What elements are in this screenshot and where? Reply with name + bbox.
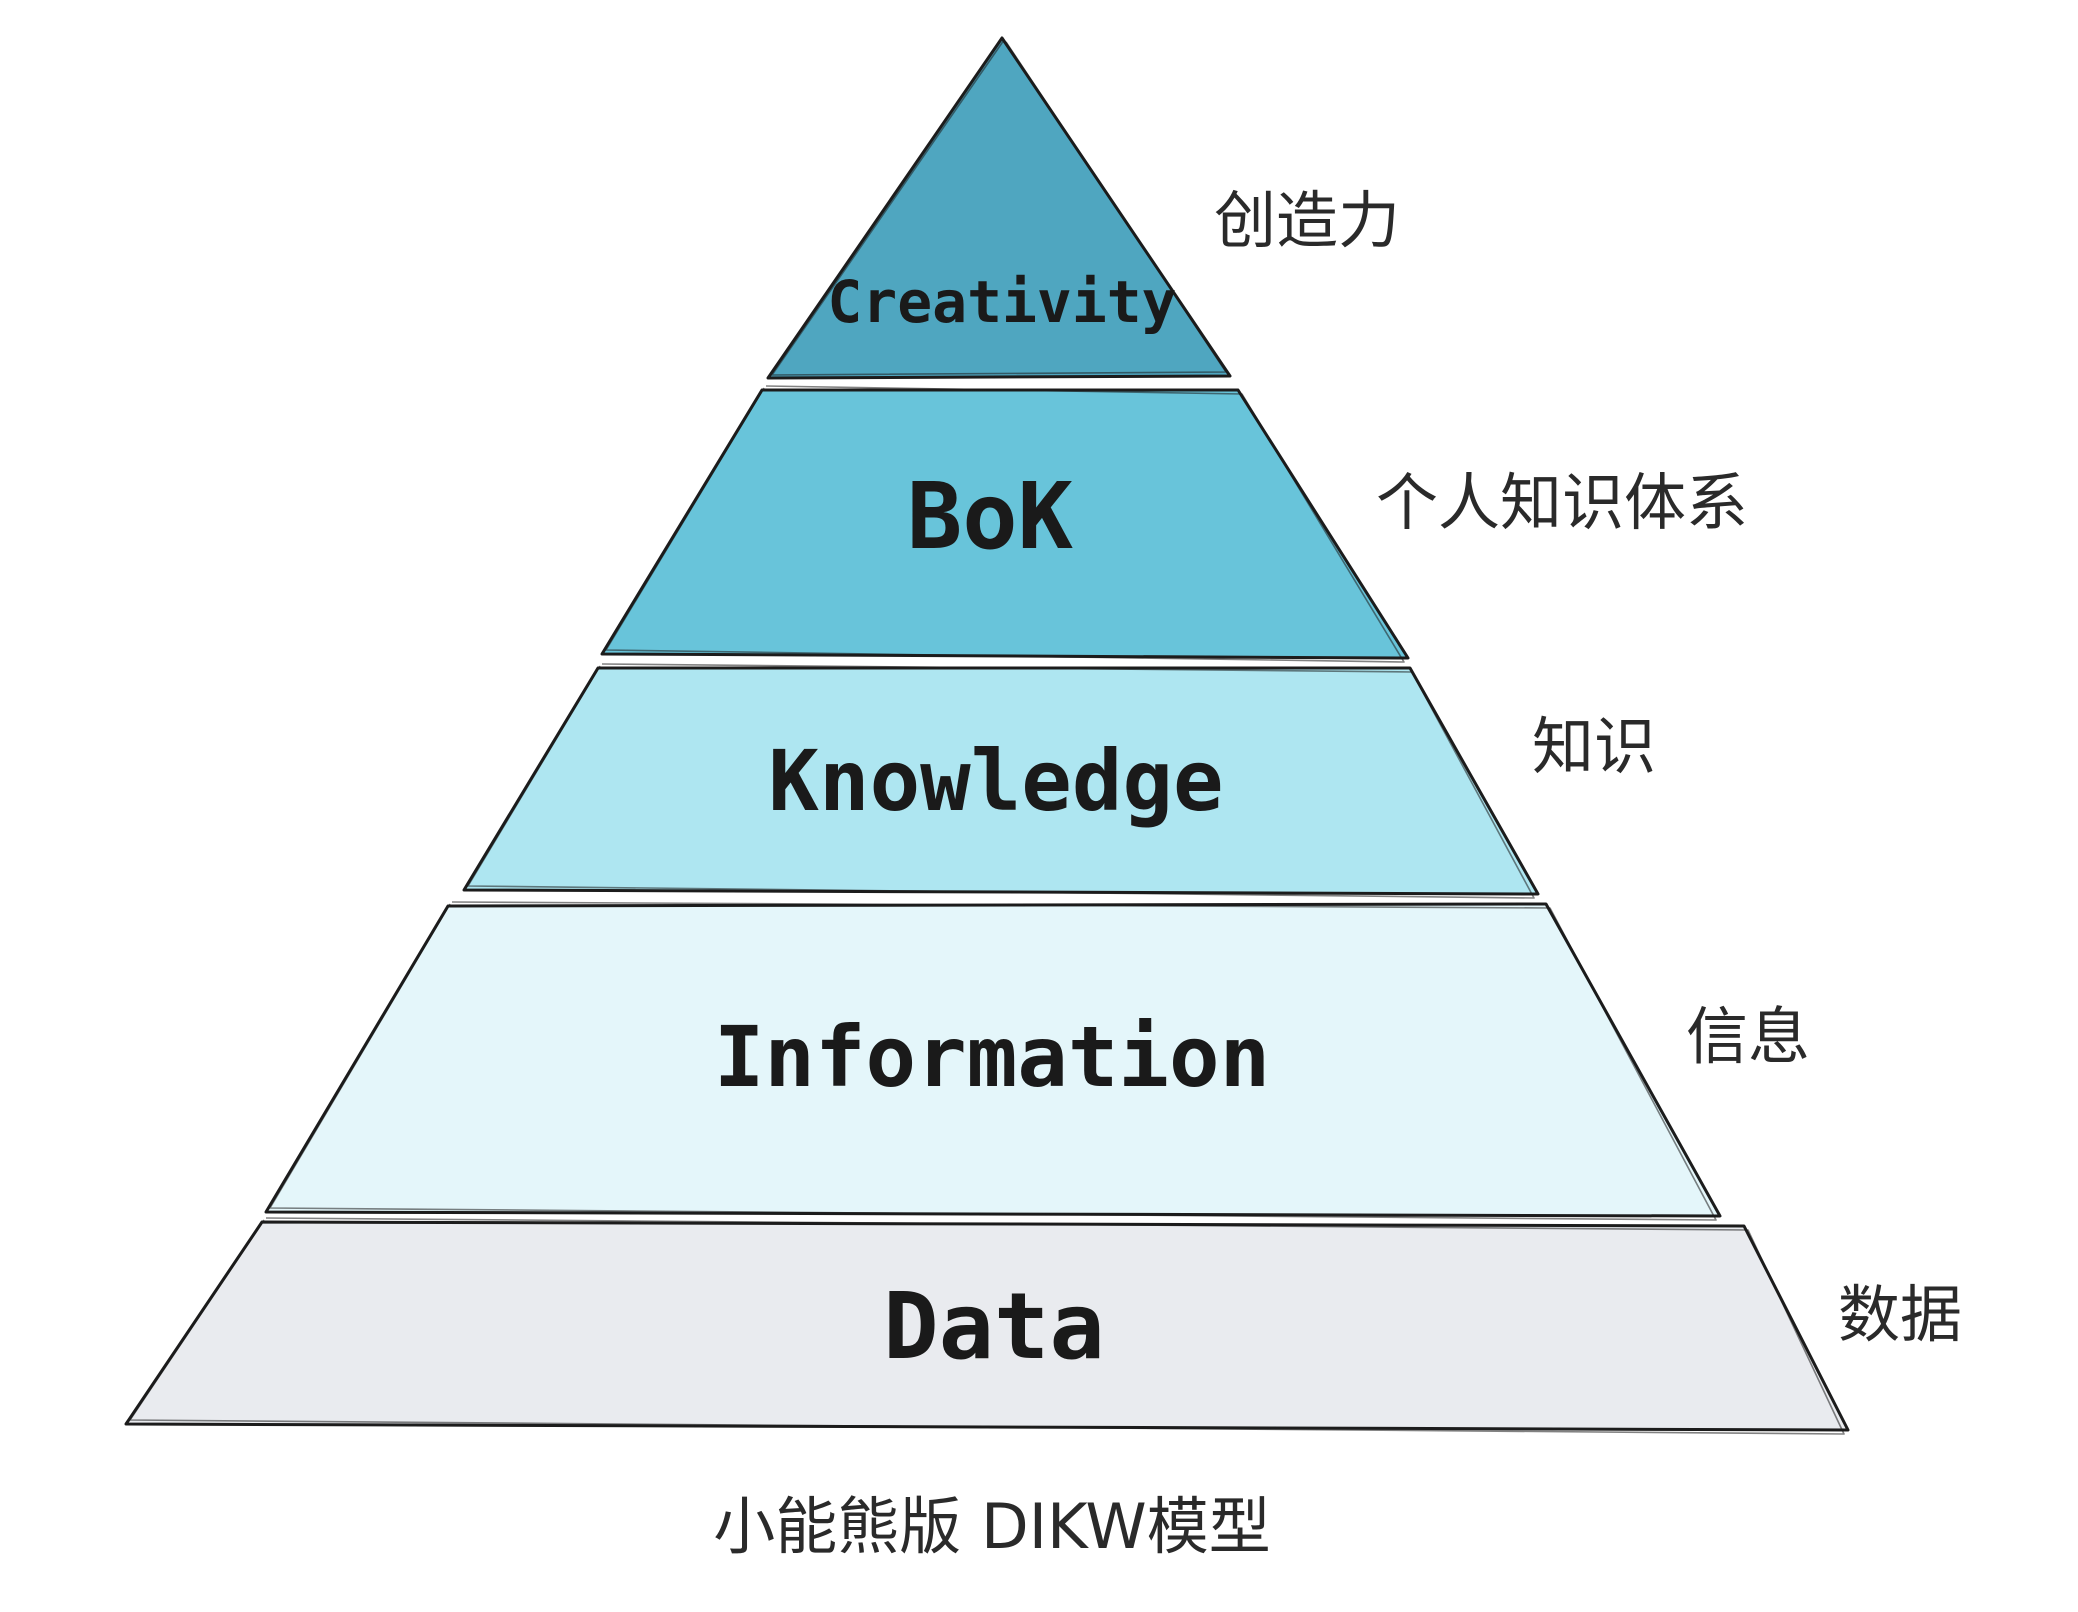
tier-data: Data 数据 xyxy=(124,1217,1962,1435)
tier-information: Information 信息 xyxy=(264,901,1810,1221)
tier-creativity-sketch xyxy=(771,39,1227,376)
side-label-bok: 个人知识体系 xyxy=(1376,466,1748,539)
tier-bok-sketch xyxy=(605,385,1405,663)
tier-bok-shape xyxy=(600,388,1410,660)
tier-knowledge-shape xyxy=(462,666,1540,896)
side-label-creativity: 创造力 xyxy=(1214,184,1400,257)
layer-label-data: Data xyxy=(883,1273,1105,1380)
tier-data-shape xyxy=(124,1220,1850,1432)
tier-knowledge: Knowledge 知识 xyxy=(462,663,1656,899)
tier-creativity: Creativity 创造力 xyxy=(766,36,1400,380)
tier-data-sketch xyxy=(129,1217,1845,1435)
side-label-knowledge: 知识 xyxy=(1532,710,1656,783)
layer-label-information: Information xyxy=(714,1008,1270,1106)
side-label-information: 信息 xyxy=(1686,1000,1810,1073)
layer-label-bok: BoK xyxy=(907,463,1074,570)
diagram-caption: 小能熊版 DIKW模型 xyxy=(713,1490,1271,1563)
tier-bok: BoK 个人知识体系 xyxy=(600,385,1748,663)
tier-information-sketch xyxy=(269,901,1717,1221)
layer-label-knowledge: Knowledge xyxy=(768,732,1223,830)
side-label-data: 数据 xyxy=(1838,1278,1962,1351)
tier-information-shape xyxy=(264,902,1722,1218)
tier-knowledge-sketch xyxy=(467,663,1535,899)
layer-label-creativity: Creativity xyxy=(827,268,1176,336)
